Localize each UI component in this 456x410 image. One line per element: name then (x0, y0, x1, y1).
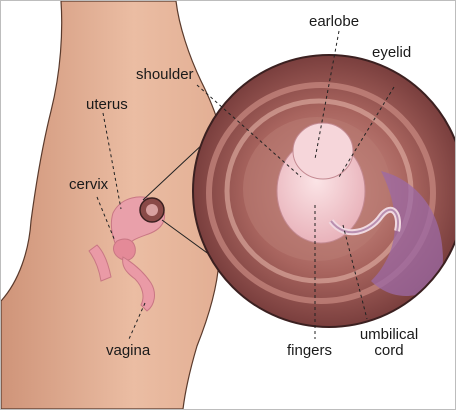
label-vagina: vagina (106, 343, 150, 359)
label-shoulder: shoulder (136, 67, 194, 83)
label-umbilical-line2: cord (353, 343, 425, 359)
fetus-head (293, 123, 353, 179)
label-uterus: uterus (86, 97, 128, 113)
label-fingers: fingers (287, 343, 332, 359)
label-earlobe: earlobe (309, 14, 359, 30)
label-umbilical-line1: umbilical (353, 327, 425, 343)
label-eyelid: eyelid (372, 45, 411, 61)
label-umbilical-cord: umbilical cord (353, 327, 425, 359)
label-cervix: cervix (69, 177, 108, 193)
